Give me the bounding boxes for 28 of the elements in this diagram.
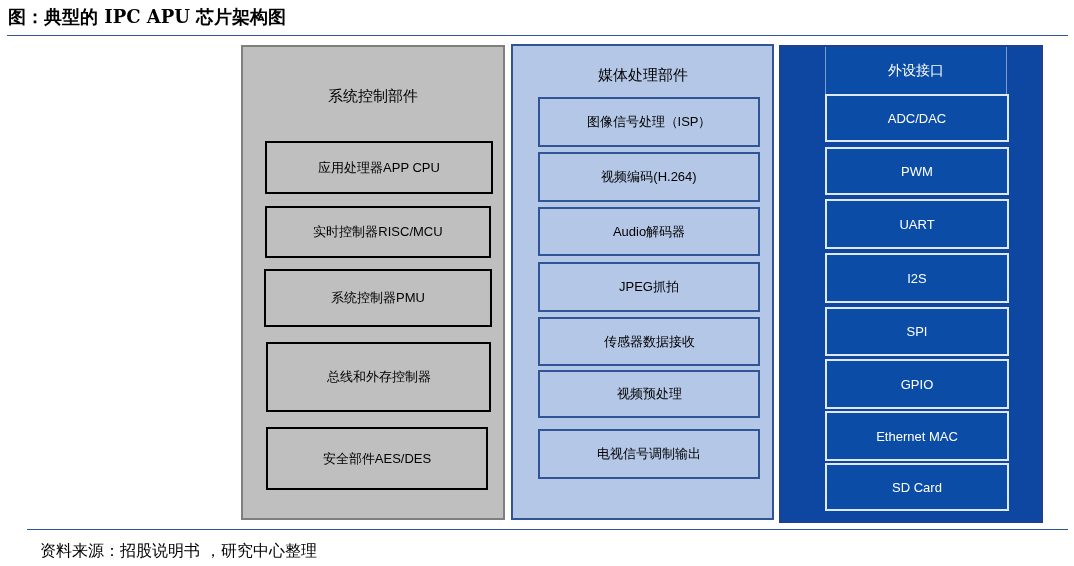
component-box: PWM [825, 147, 1009, 195]
component-box: 传感器数据接收 [538, 317, 760, 366]
component-box: 视频编码(H.264) [538, 152, 760, 202]
component-box: I2S [825, 253, 1009, 303]
panel-title: 系统控制部件 [327, 87, 419, 106]
group-panel [511, 44, 774, 520]
component-box: GPIO [825, 359, 1009, 409]
component-box: 电视信号调制输出 [538, 429, 760, 479]
component-box: 总线和外存控制器 [266, 342, 491, 412]
component-box: 系统控制器PMU [264, 269, 492, 327]
component-box: 实时控制器RISC/MCU [265, 206, 491, 258]
component-box: 安全部件AES/DES [266, 427, 488, 490]
component-box: JPEG抓拍 [538, 262, 760, 312]
component-box: 应用处理器APP CPU [265, 141, 493, 194]
component-box: Ethernet MAC [825, 411, 1009, 461]
component-box: Audio解码器 [538, 207, 760, 256]
header-box: 外设接口 [825, 47, 1007, 95]
component-box: 视频预处理 [538, 370, 760, 418]
group-panel [241, 45, 505, 520]
component-box: SD Card [825, 463, 1009, 511]
group-panel [779, 45, 1043, 523]
component-box: 图像信号处理（ISP） [538, 97, 760, 147]
component-box: SPI [825, 307, 1009, 356]
component-box: UART [825, 199, 1009, 249]
component-box: ADC/DAC [825, 94, 1009, 142]
panel-title: 媒体处理部件 [596, 66, 689, 85]
title: 图：典型的 IPC APU 芯片架构图 [8, 5, 287, 29]
source-caption: 资料来源：招股说明书 ，研究中心整理 [40, 541, 318, 562]
